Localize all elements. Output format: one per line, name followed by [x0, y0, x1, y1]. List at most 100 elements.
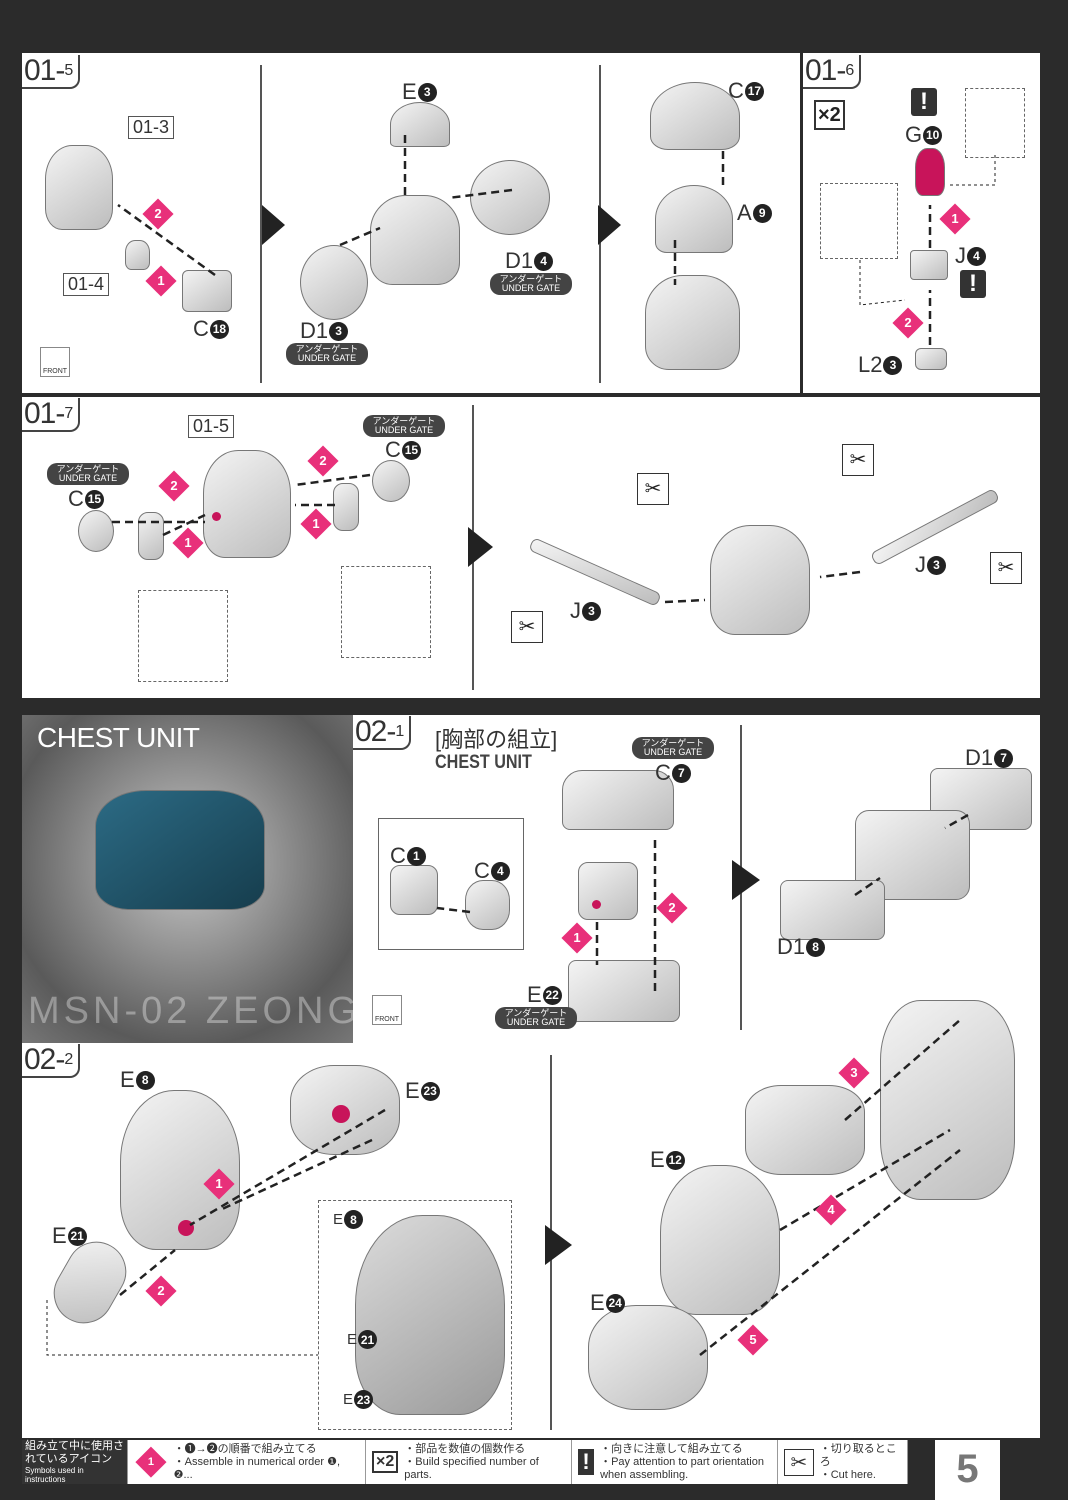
part-letter: E: [347, 1331, 358, 1348]
part-number: 3: [417, 82, 437, 102]
part-letter: C: [68, 486, 84, 511]
legend-cut-jp: ・切り取るところ: [819, 1442, 897, 1468]
part-small-right: [333, 483, 359, 531]
order-marker-1: 1: [145, 265, 177, 297]
step-sub: 1: [395, 723, 404, 740]
step-sub: 5: [64, 62, 73, 79]
part-l23: [915, 348, 947, 370]
ref-step-01-5: 01-5: [188, 415, 235, 438]
detail-inset: [341, 566, 431, 658]
detail-inset: [378, 818, 524, 950]
order-marker-1: 1: [939, 203, 971, 235]
order-number: 2: [157, 1283, 165, 1298]
order-number: 5: [749, 1332, 757, 1347]
part-letter: D1: [505, 248, 534, 273]
step-number-02-1: 02-1: [353, 716, 412, 750]
part-d14: [470, 160, 550, 235]
part-letter: C: [193, 316, 209, 341]
detail-inset: [820, 183, 898, 259]
order-number: 2: [154, 206, 162, 221]
peg-marker: [178, 1220, 194, 1236]
part-number: 21: [358, 1330, 378, 1349]
legend-order: 1 ・❶→❷の順番で組み立てる・Assemble in numerical or…: [128, 1440, 366, 1484]
part-letter: E: [343, 1391, 354, 1408]
front-icon: FRONT: [40, 347, 70, 377]
watermark: MSN-02 ZEONG: [28, 990, 362, 1032]
front-icon: FRONT: [372, 995, 402, 1025]
part-letter: J: [570, 598, 581, 623]
head-01-7: [203, 450, 291, 558]
order-number: 2: [170, 478, 178, 493]
part-number: 9: [752, 203, 772, 223]
chest-final: [880, 1000, 1015, 1200]
cut-icon: ✂: [990, 552, 1022, 584]
part-number: 24: [605, 1293, 625, 1313]
order-marker-2: 2: [145, 1275, 177, 1307]
under-gate-badge: アンダーゲート UNDER GATE: [363, 415, 445, 437]
step-number-02-2: 02-2: [22, 1043, 81, 1078]
order-number: 1: [157, 273, 165, 288]
step-main: 01: [24, 54, 56, 87]
part-number: 21: [67, 1226, 87, 1246]
order-icon: 1: [135, 1446, 167, 1478]
part-letter: A: [737, 200, 752, 225]
orientation-warning-icon: !: [911, 88, 937, 116]
part-c17: [650, 82, 740, 150]
order-number: 1: [215, 1176, 223, 1191]
part-number: 10: [923, 125, 943, 145]
part-letter: E: [402, 79, 417, 104]
part-c4: [465, 880, 510, 930]
divider: [472, 405, 474, 690]
part-number: 3: [582, 601, 601, 621]
part-number: 15: [84, 489, 104, 509]
legend-order-jp: ・❶→❷の順番で組み立てる: [173, 1442, 317, 1455]
part-e12: [660, 1165, 780, 1315]
part-letter: E: [650, 1147, 665, 1172]
part-number: 8: [344, 1210, 364, 1229]
part-number: 7: [671, 763, 691, 783]
under-gate-badge: アンダーゲート UNDER GATE: [286, 343, 368, 365]
part-letter: C: [385, 437, 401, 462]
under-gate-badge: アンダーゲート UNDER GATE: [632, 737, 714, 759]
part-letter: D1: [965, 745, 994, 770]
order-number: 4: [827, 1202, 835, 1217]
step-main: 01: [24, 397, 56, 430]
peg-marker: [212, 512, 221, 521]
part-letter: C: [474, 858, 490, 883]
under-gate-badge: アンダーゲート UNDER GATE: [47, 463, 129, 485]
head-complete: [645, 275, 740, 370]
part-letter: C: [390, 843, 406, 868]
order-marker-2: 2: [892, 307, 924, 339]
divider: [599, 65, 601, 383]
detail-inset: [965, 88, 1025, 158]
cut-icon: ✂: [637, 473, 669, 505]
part-number: 23: [354, 1390, 374, 1409]
part-a9: [655, 185, 733, 253]
step-main: 02: [24, 1043, 56, 1076]
part-number: 15: [401, 440, 421, 460]
step-number-01-7: 01-7: [22, 397, 81, 432]
part-letter: E: [405, 1078, 420, 1103]
chest-unit-banner: CHEST UNIT: [37, 722, 200, 753]
page-number: 5: [935, 1440, 1000, 1500]
part-letter: E: [527, 982, 542, 1007]
part-small-left: [138, 512, 164, 560]
small-part: [125, 240, 150, 270]
torso-figure: [95, 790, 265, 910]
under-gate-badge: アンダーゲート UNDER GATE: [495, 1007, 577, 1029]
part-number: 8: [806, 937, 826, 957]
part-d13: [300, 245, 368, 320]
